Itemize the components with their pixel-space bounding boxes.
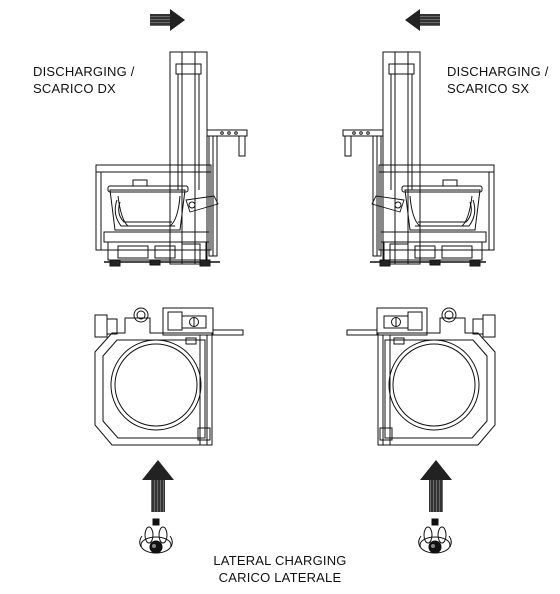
lateral-charging-label: LATERAL CHARGING CARICO LATERALE bbox=[0, 552, 560, 586]
machine-elevation-right bbox=[342, 51, 495, 267]
discharge-right-label-it: SCARICO DX bbox=[33, 81, 116, 96]
discharge-left-label-it: SCARICO SX bbox=[447, 81, 530, 96]
arrow-up-icon bbox=[420, 460, 452, 512]
machine-plan-right bbox=[346, 307, 496, 446]
machine-elevation-left bbox=[95, 51, 248, 267]
discharge-left-label: DISCHARGING / SCARICO SX bbox=[447, 63, 549, 97]
arrow-right-icon bbox=[150, 9, 185, 31]
discharge-left-label-en: DISCHARGING / bbox=[447, 64, 549, 79]
discharge-right-label-en: DISCHARGING / bbox=[33, 64, 135, 79]
lateral-charging-label-it: CARICO LATERALE bbox=[218, 570, 342, 585]
arrow-left-icon bbox=[405, 9, 440, 31]
arrow-up-icon bbox=[142, 460, 174, 512]
operator-topview-icon bbox=[139, 518, 173, 554]
machine-plan-left bbox=[94, 307, 244, 446]
discharge-right-label: DISCHARGING / SCARICO DX bbox=[33, 63, 135, 97]
lateral-charging-label-en: LATERAL CHARGING bbox=[213, 553, 347, 568]
operator-topview-icon bbox=[418, 518, 452, 554]
